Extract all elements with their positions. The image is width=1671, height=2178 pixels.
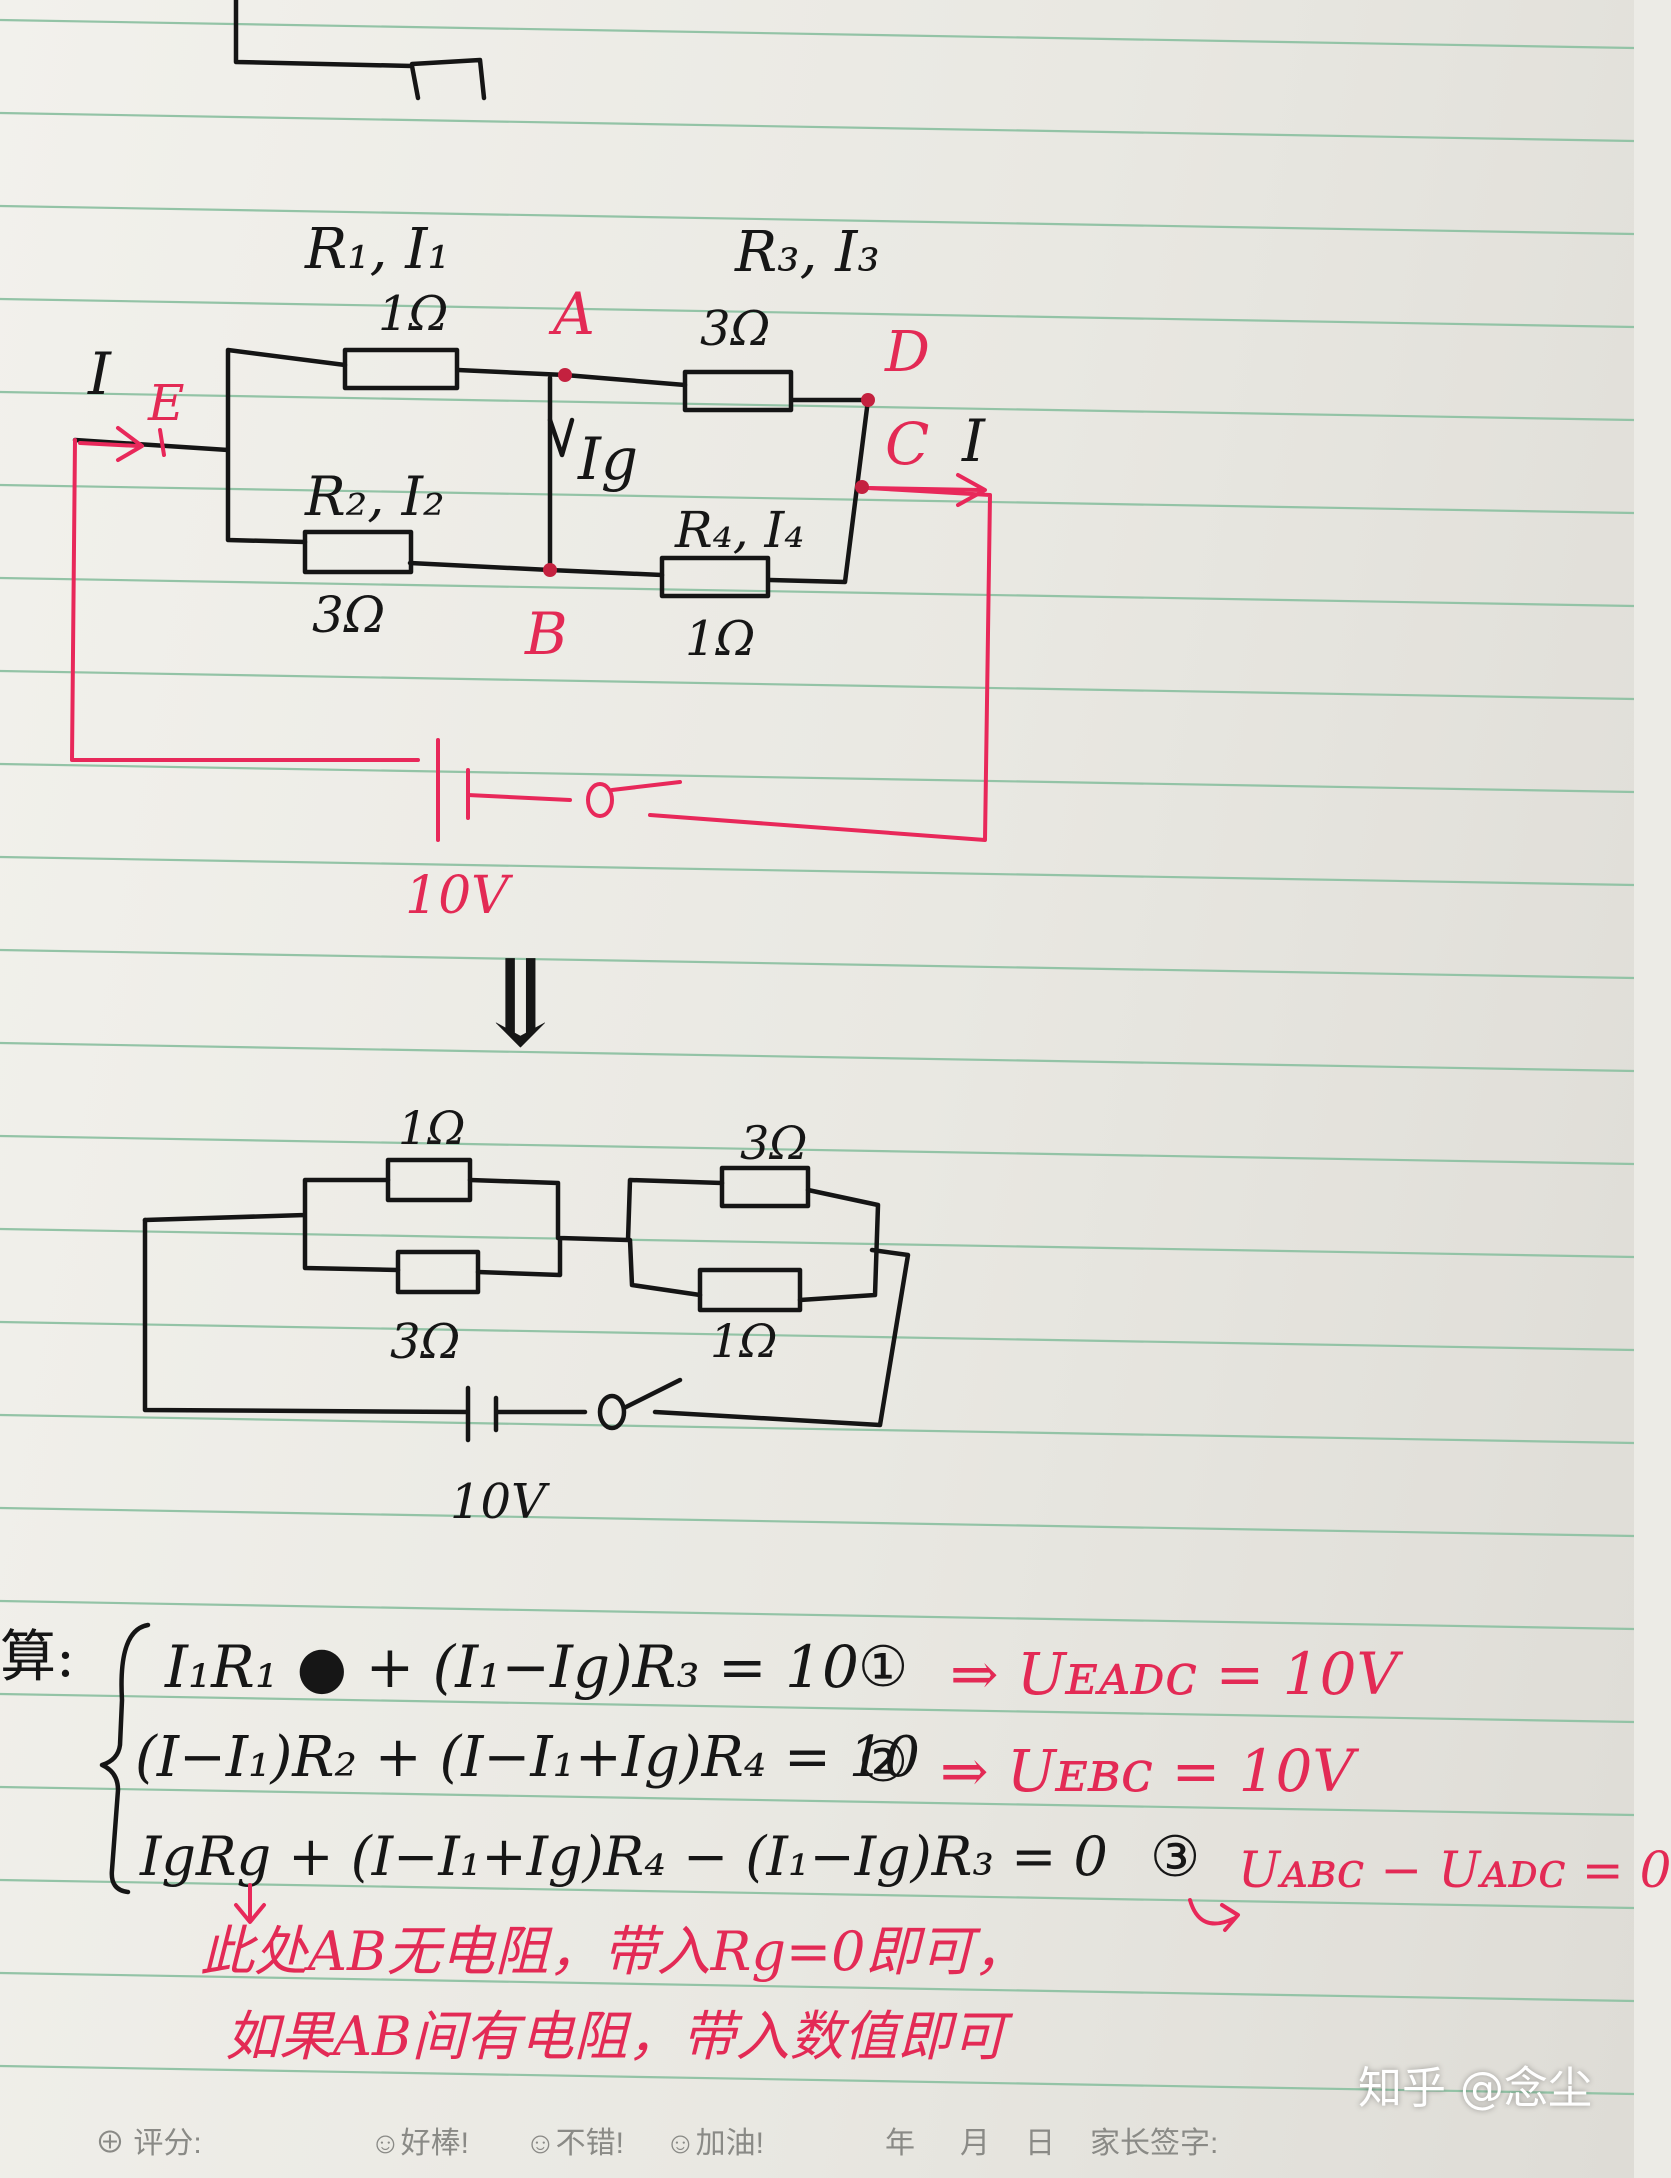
r2-value-label: 3Ω: [312, 586, 386, 644]
equivalent-circuit-diagram: [142, 1157, 911, 1443]
smile-ok: ☺不错!: [525, 2127, 624, 2160]
equation-3-note: Uᴀʙᴄ − Uᴀᴅᴄ = 0: [1238, 1841, 1671, 1899]
ruled-lines: [0, 18, 1635, 2096]
ruled-line: [0, 297, 1635, 329]
node-e-label: E: [148, 374, 185, 432]
ruled-line: [0, 1134, 1635, 1166]
eq-bottom-right-value: 1Ω: [710, 1314, 778, 1368]
ruled-line: [0, 1599, 1635, 1631]
ruled-line: [0, 1878, 1635, 1910]
node-c-label: C: [885, 410, 930, 478]
equation-brace: [99, 1622, 151, 1895]
smile-cheer: ☺加油!: [665, 2127, 764, 2160]
equation-3-mark: ③: [1150, 1825, 1201, 1890]
ruled-line: [0, 1227, 1635, 1259]
equation-1: I₁R₁ ● + (I₁−Ig)R₃ = 10: [165, 1633, 859, 1701]
node-b-label: B: [525, 600, 568, 668]
node-d-label: D: [885, 320, 930, 385]
r1-i1-label: R₁, I₁: [305, 217, 450, 282]
r4-value-label: 1Ω: [685, 611, 756, 667]
node-a-dot: [558, 368, 572, 382]
equivalent-arrow: ⇓: [470, 935, 571, 1074]
equation-2-mark: ②: [858, 1730, 909, 1795]
ruled-line: [0, 1971, 1635, 2003]
notebook-footer: ⊕ 评分: ☺好棒! ☺不错! ☺加油! 年 月 日 家长签字:: [0, 2100, 1634, 2178]
resistor-bottom-right: [697, 1267, 803, 1313]
previous-circuit-fragment: [233, 0, 487, 101]
ruled-line: [0, 1692, 1635, 1724]
equation-2: (I−I₁)R₂ + (I−I₁+Ig)R₄ = 10: [135, 1725, 921, 1790]
ruled-line: [0, 1413, 1635, 1445]
resistor-top-right: [719, 1165, 811, 1209]
ruled-line: [0, 1320, 1635, 1352]
r2-i2-label: R₂, I₂: [305, 465, 445, 528]
date-day: 日: [1025, 2127, 1055, 2160]
battery-label-1: 10V: [405, 866, 509, 926]
ruled-line: [0, 576, 1635, 608]
r1-value-label: 1Ω: [378, 286, 449, 342]
ruled-line: [0, 669, 1635, 701]
bridge-circuit-diagram: [70, 347, 992, 842]
rating-label: ⊕ 评分:: [95, 2127, 202, 2160]
ruled-line: [0, 1785, 1635, 1817]
resistor-r3: [682, 369, 794, 413]
ruled-line: [0, 204, 1635, 236]
ruled-line: [0, 483, 1635, 515]
node-c-dot: [855, 480, 869, 494]
ruled-line: [0, 390, 1635, 422]
note-arrows: [234, 1883, 1240, 1932]
parent-signature-label: 家长签字:: [1090, 2127, 1219, 2160]
note-line-2: 如果AB间有电阻，带入数值即可: [225, 2005, 1006, 2068]
resistor-top-left: [385, 1157, 473, 1203]
node-a-label: A: [553, 280, 595, 348]
current-in-label: I: [88, 340, 111, 408]
r3-value-label: 3Ω: [700, 301, 771, 357]
date-year: 年: [885, 2127, 915, 2160]
equation-1-mark: ①: [858, 1635, 909, 1700]
node-b-dot: [543, 563, 557, 577]
ig-label: Ig: [578, 425, 639, 493]
ruled-line: [0, 2064, 1635, 2096]
equation-3: IgRg + (I−I₁+Ig)R₄ − (I₁−Ig)R₃ = 0: [140, 1825, 1108, 1888]
ruled-line: [0, 111, 1635, 143]
node-d-dot: [861, 393, 875, 407]
resistor-bottom-left: [395, 1249, 481, 1295]
date-month: 月: [960, 2127, 990, 2160]
ruled-line: [0, 1506, 1635, 1538]
eq-top-left-value: 1Ω: [398, 1101, 466, 1155]
zhihu-watermark: 知乎 @念尘: [1358, 2063, 1592, 2114]
equation-2-note: ⇒ Uᴇʙᴄ = 10V: [940, 1737, 1355, 1805]
equation-1-note: ⇒ Uᴇᴀᴅᴄ = 10V: [950, 1640, 1399, 1708]
ruled-line: [0, 948, 1635, 980]
eq-top-right-value: 3Ω: [740, 1116, 808, 1170]
resistor-r2: [302, 529, 414, 575]
resistor-r4: [659, 555, 771, 599]
r3-i3-label: R₃, I₃: [735, 220, 880, 285]
ruled-line: [0, 855, 1635, 887]
smile-good: ☺好棒!: [370, 2127, 469, 2160]
ruled-line: [0, 762, 1635, 794]
current-out-label: I: [962, 407, 985, 475]
ruled-line: [0, 1041, 1635, 1073]
resistor-r1: [342, 347, 460, 391]
eq-bottom-left-value: 3Ω: [390, 1314, 461, 1370]
note-line-1: 此处AB无电阻，带入Rg=0即可，: [200, 1920, 1028, 1983]
solve-prefix: 算:: [0, 1625, 75, 1690]
r4-i4-label: R₄, I₄: [675, 501, 805, 559]
battery-label-2: 10V: [450, 1474, 546, 1530]
ruled-line: [0, 18, 1635, 50]
